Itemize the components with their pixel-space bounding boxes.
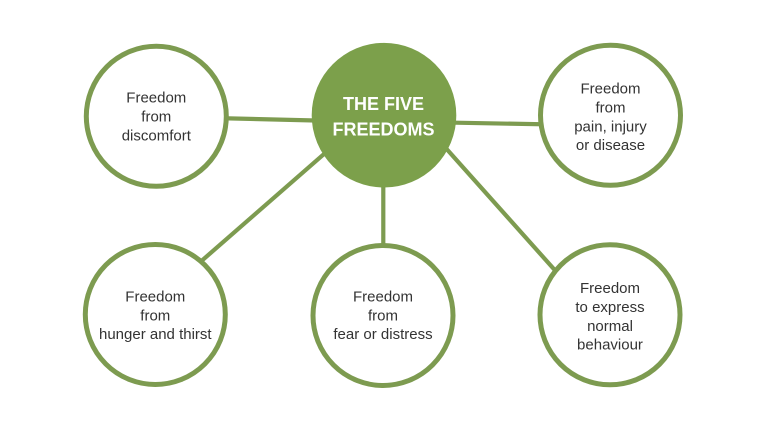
svg-text:or disease: or disease [576, 137, 645, 154]
svg-text:THE FIVE: THE FIVE [343, 94, 424, 114]
svg-text:FREEDOMS: FREEDOMS [332, 120, 434, 140]
svg-text:from: from [140, 307, 170, 324]
svg-text:normal: normal [587, 318, 633, 335]
svg-text:fear or distress: fear or distress [333, 326, 432, 343]
svg-text:from: from [141, 109, 171, 126]
svg-text:Freedom: Freedom [353, 289, 413, 306]
svg-text:discomfort: discomfort [122, 128, 192, 145]
svg-text:Freedom: Freedom [580, 81, 640, 98]
svg-text:behaviour: behaviour [577, 337, 643, 354]
svg-text:pain, injury: pain, injury [574, 118, 647, 135]
svg-text:Freedom: Freedom [126, 90, 186, 107]
svg-text:hunger and thirst: hunger and thirst [99, 326, 212, 343]
svg-text:from: from [596, 99, 626, 116]
svg-text:from: from [368, 307, 398, 324]
svg-text:Freedom: Freedom [125, 289, 185, 306]
svg-text:to express: to express [575, 299, 644, 316]
svg-text:Freedom: Freedom [580, 280, 640, 297]
